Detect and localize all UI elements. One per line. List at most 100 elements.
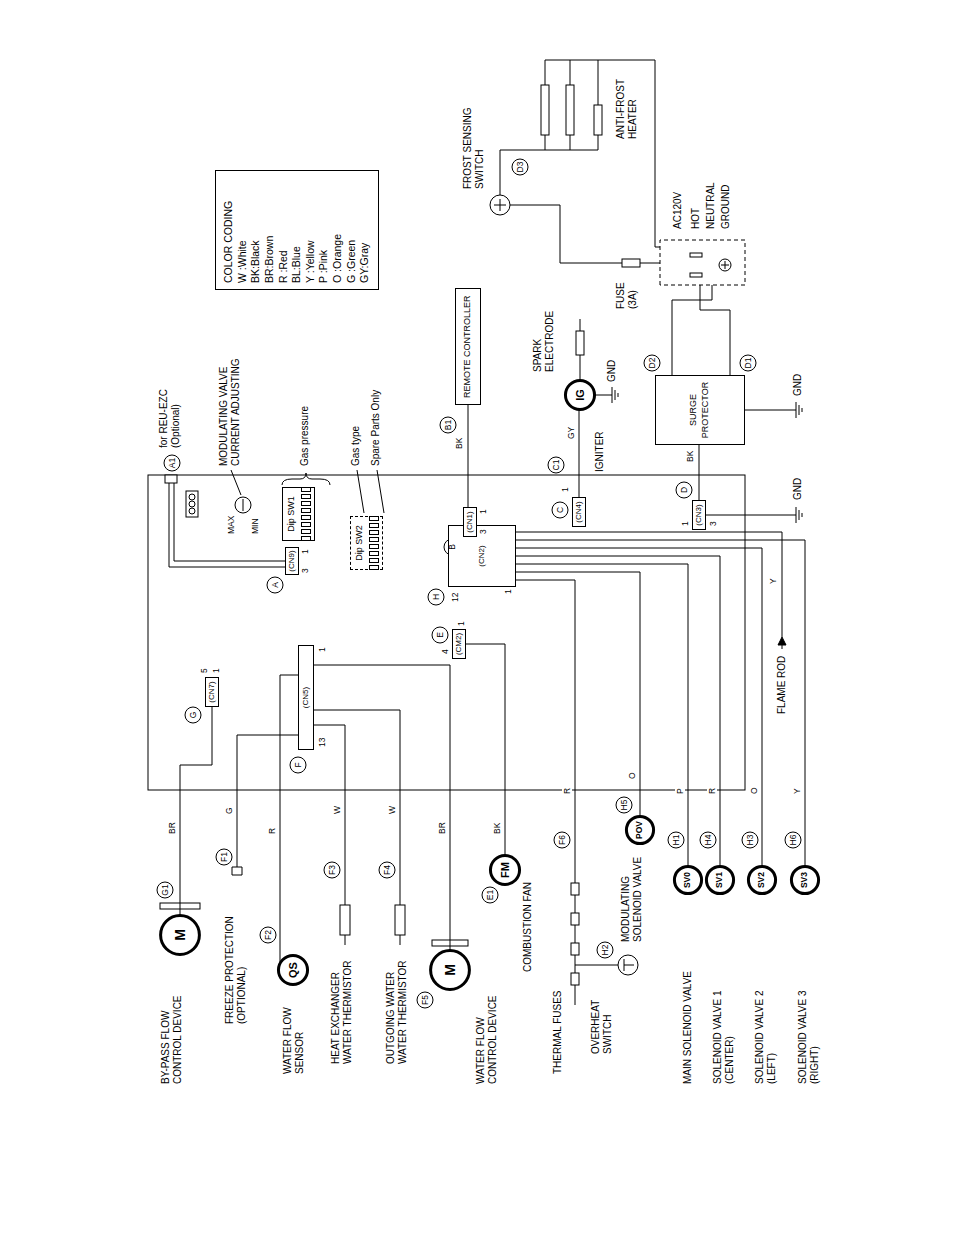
circle-outline	[626, 816, 653, 843]
component-label: GND	[606, 359, 618, 383]
pin-number: 3	[708, 520, 718, 527]
circle-outline	[278, 955, 307, 984]
component-label: MODULATING SOLENOID VALVE	[620, 846, 644, 943]
dip-switch	[301, 494, 311, 499]
callout-number: B1	[443, 420, 453, 430]
wire-color-label: Y	[792, 787, 802, 795]
component-label: SOLENOID VALVE 3 (RIGHT)	[797, 983, 821, 1085]
connector-box: (CN9)	[285, 547, 299, 575]
component-wire	[314, 725, 345, 905]
component-label: GND	[792, 477, 804, 501]
component-label: BY-PASS FLOW CONTROL DEVICE	[160, 978, 184, 1085]
callout-number: D	[679, 487, 689, 493]
dip-switch	[301, 515, 311, 520]
node-text: COLOR CODING	[222, 201, 236, 283]
dip-switch	[301, 522, 311, 527]
node-text: SV2	[756, 872, 767, 888]
node-text: BK:Black	[249, 240, 263, 283]
wire-color-label: MAX	[226, 515, 236, 535]
node-text: (CN4)	[574, 501, 584, 522]
wire-connector	[516, 548, 762, 866]
dip-switch	[369, 530, 379, 535]
pin-number: 1	[456, 620, 466, 627]
component-wire	[237, 735, 298, 867]
valve-symbol: SV3	[791, 866, 819, 894]
node-text: SURGE PROTECTOR	[688, 380, 711, 440]
dip-switch	[369, 516, 379, 521]
motor-symbol: M	[160, 915, 200, 955]
callout-number: F2	[263, 930, 273, 940]
node-text: BR:Brown	[263, 236, 277, 283]
node-text: SV1	[714, 872, 725, 888]
flow-sensor-symbol: QS	[278, 955, 308, 985]
dip-switch	[301, 508, 311, 513]
wire-color-label: R	[267, 827, 277, 835]
component-wire	[700, 285, 730, 375]
node-text: GY:Gray	[358, 243, 372, 283]
wire-connector	[468, 405, 469, 507]
component-symbol	[594, 105, 602, 135]
component-wire	[672, 285, 712, 375]
wire-connector	[516, 564, 688, 866]
connector-box: (CN5)	[298, 645, 314, 750]
node-text: M	[171, 929, 189, 941]
callout-circle	[157, 882, 173, 898]
component-symbol	[660, 240, 745, 285]
callout-circle	[417, 992, 433, 1008]
callout-number: C1	[551, 460, 561, 471]
callout-number: E1	[485, 890, 495, 900]
dip-switch	[301, 501, 311, 506]
component-symbol	[571, 973, 579, 985]
callout-circle	[616, 797, 632, 813]
wire-color-label: BK	[454, 437, 464, 450]
node-text: W :White	[236, 240, 250, 283]
component-symbol	[235, 497, 251, 513]
node-text: (CN1)	[465, 511, 475, 532]
component-wire	[340, 905, 350, 935]
callout-circle	[742, 832, 758, 848]
wire-color-label: W	[332, 805, 342, 815]
dip-switch	[369, 558, 379, 563]
callout-circle	[644, 355, 660, 371]
callout-circle	[432, 627, 448, 643]
dip-switch	[301, 487, 311, 492]
node-text: SV0	[682, 872, 693, 888]
pin-number: 13	[317, 737, 327, 748]
node-text: Dip SW2	[354, 525, 366, 561]
component-symbol	[189, 508, 195, 514]
component-symbol	[719, 259, 731, 271]
pin-number: 1	[478, 508, 488, 515]
circle-outline	[706, 866, 733, 893]
pin-number: 1	[317, 646, 327, 653]
component-label: FROST SENSING SWITCH	[462, 98, 486, 190]
component-label: Gas pressure	[299, 405, 311, 467]
component-symbol	[690, 273, 702, 277]
wire-connector	[314, 665, 450, 950]
component-label: NEUTRAL	[705, 181, 717, 230]
node-text: (CN7)	[207, 681, 217, 702]
callout-number: F	[293, 762, 303, 767]
component-label: FREEZE PROTECTION (OPTIONAL)	[224, 908, 248, 1025]
component-label: GROUND	[720, 184, 732, 230]
dip-switch	[301, 536, 311, 541]
component-symbol	[243, 499, 244, 511]
component-symbol	[571, 883, 579, 895]
component-wire	[282, 473, 330, 485]
callout-circle	[597, 942, 613, 958]
callout-circle	[260, 927, 276, 943]
component-label: OVERHEAT SWITCH	[590, 985, 614, 1055]
connector-box: (CM2)	[452, 629, 466, 659]
callout-circle	[552, 502, 568, 518]
callout-number: E	[435, 632, 445, 638]
callout-number: D2	[647, 358, 657, 369]
callout-circle	[216, 849, 232, 865]
component-wire	[545, 60, 598, 150]
component-label: THERMAL FUSES	[552, 989, 564, 1075]
callout-number: F3	[327, 865, 337, 875]
callout-circle	[482, 887, 498, 903]
callout-circle	[157, 159, 801, 1008]
callout-number: H4	[703, 835, 713, 846]
callout-number: H3	[745, 835, 755, 846]
component-symbol	[566, 85, 574, 135]
callout-circle	[290, 757, 306, 773]
